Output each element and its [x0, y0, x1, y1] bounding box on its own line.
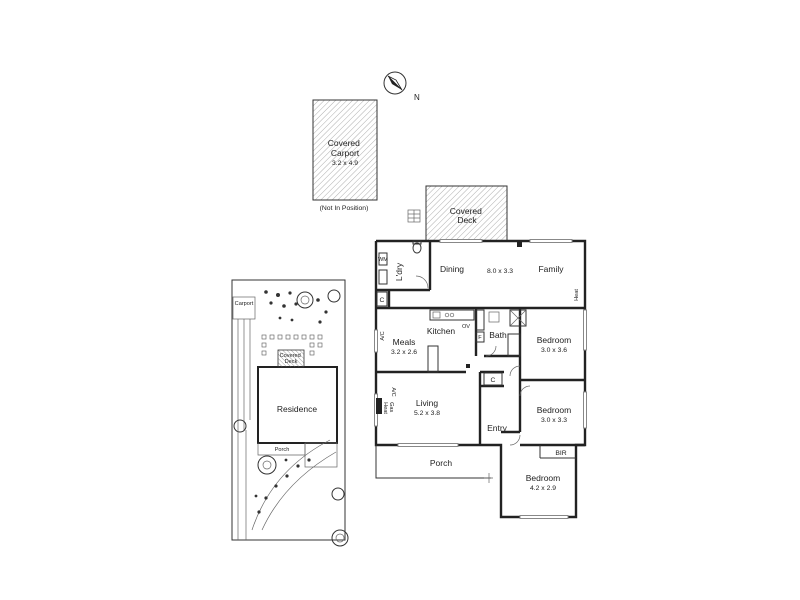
family-heat-label: Heat — [574, 289, 580, 301]
sink-icon — [432, 311, 441, 319]
oven-label: OV — [462, 324, 470, 330]
entry-cupboard-label: C — [491, 377, 496, 384]
living-size: 5.2 x 3.8 — [414, 410, 440, 417]
carport-area: Covered Carport 3.2 x 4.9 (Not In Positi… — [312, 99, 378, 212]
tree-icons — [233, 289, 349, 547]
carport-name-line1: Covered — [328, 138, 360, 148]
toilet-icon — [412, 242, 422, 254]
bedroom3-size: 4.2 x 2.9 — [530, 485, 556, 492]
basin-icon — [488, 311, 500, 323]
fixtures: WM C OV F Heat A/C A/C Gas Heat — [376, 240, 580, 483]
path-shrubs — [254, 458, 311, 514]
paving-squares — [261, 334, 323, 356]
site-deck-line1: Covered — [280, 353, 301, 359]
north-arrow-icon: N — [383, 71, 420, 102]
bedroom2-size: 3.0 x 3.3 — [541, 417, 567, 424]
bath-label: Bath — [489, 330, 507, 340]
site-porch-label: Porch — [275, 447, 290, 453]
meals-label: Meals — [393, 337, 416, 347]
site-residence-label: Residence — [277, 404, 317, 414]
living-ac-label: A/C — [390, 387, 396, 396]
north-label: N — [414, 93, 420, 102]
site-covered-deck-label: Covered Deck — [280, 353, 303, 365]
trough-icon — [378, 269, 388, 285]
gas-heat-line1: Gas — [388, 402, 394, 412]
room-labels: Dining 8.0 x 3.3 Family L'dry Kitchen Me… — [391, 262, 571, 492]
washer-icon — [378, 252, 388, 266]
covered-deck-line2: Deck — [457, 215, 477, 225]
fridge-label: F — [478, 335, 482, 341]
carport-name: Covered Carport — [328, 138, 363, 158]
meals-size: 3.2 x 2.6 — [391, 349, 417, 356]
bedroom3-label: Bedroom — [526, 473, 561, 483]
carport-note: (Not In Position) — [320, 205, 369, 212]
bir-label: BIR — [555, 450, 566, 457]
washer-label: WM — [378, 257, 388, 263]
porch-label: Porch — [430, 458, 452, 468]
covered-deck-line1: Covered — [450, 206, 482, 216]
entry-label: Entry — [487, 423, 508, 433]
covered-deck-name: Covered Deck — [450, 206, 485, 225]
bathtub-icon — [507, 333, 521, 357]
kitchen-bench — [429, 309, 475, 321]
dining-size: 8.0 x 3.3 — [487, 268, 513, 275]
fireplace-icon — [376, 398, 382, 414]
bedroom2-label: Bedroom — [537, 405, 572, 415]
cooktop-icon — [444, 312, 450, 318]
covered-deck: Covered Deck — [407, 185, 508, 242]
ldry-label: L'dry — [394, 262, 404, 281]
kitchen-label: Kitchen — [427, 326, 456, 336]
bedroom1-label: Bedroom — [537, 335, 572, 345]
gas-heat-label: Gas Heat — [382, 402, 394, 414]
garden-shrubs — [264, 290, 328, 324]
site-carport-label: Carport — [235, 301, 254, 307]
site-plan: Carport Residence Covered Deck Porch — [231, 279, 349, 547]
carport-name-line2: Carport — [331, 148, 360, 158]
kitchen-peninsula — [427, 345, 439, 373]
bedroom1-size: 3.0 x 3.6 — [541, 347, 567, 354]
site-deck-line2: Deck — [285, 359, 298, 365]
gas-heat-line2: Heat — [382, 402, 388, 414]
family-label: Family — [538, 264, 564, 274]
dining-label: Dining — [440, 264, 464, 274]
living-label: Living — [416, 398, 438, 408]
meals-ac-label: A/C — [380, 331, 386, 340]
carport-size: 3.2 x 4.9 — [332, 160, 358, 167]
shower-icon — [509, 309, 527, 327]
deck-steps — [407, 209, 421, 223]
ldry-cupboard-label: C — [380, 297, 385, 304]
